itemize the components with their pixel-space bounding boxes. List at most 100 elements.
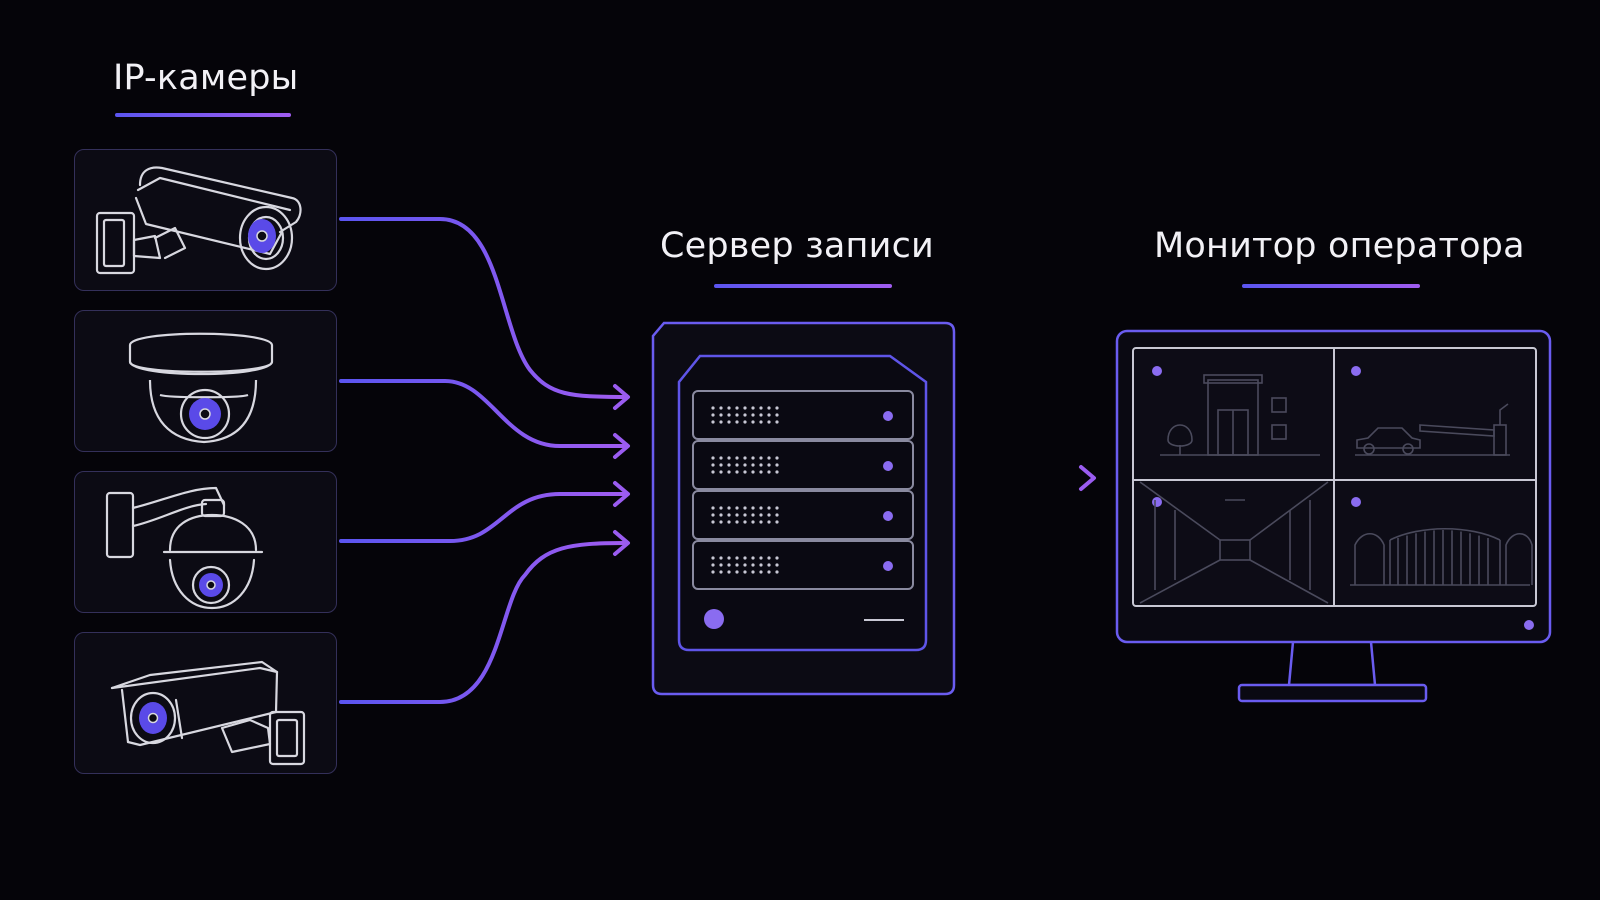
vent-dot — [775, 463, 779, 467]
vent-dot — [743, 570, 747, 574]
monitor-icon — [1115, 329, 1552, 703]
server-vent-dots — [711, 406, 779, 574]
server-led-1 — [883, 411, 893, 421]
arrowhead-monitor — [1079, 465, 1096, 491]
vent-dot — [759, 506, 763, 510]
vent-dot — [759, 456, 763, 460]
box-camera-icon — [110, 660, 306, 766]
monitor-power-led — [1524, 620, 1534, 630]
vent-dot — [743, 456, 747, 460]
vent-dot — [743, 420, 747, 424]
vent-dot — [711, 413, 715, 417]
server-power-led — [704, 609, 724, 629]
vent-dot — [759, 556, 763, 560]
vent-dot — [743, 413, 747, 417]
vent-dot — [751, 513, 755, 517]
cameras-title-underline — [115, 113, 291, 117]
vent-dot — [767, 556, 771, 560]
car-barrier-icon — [1355, 403, 1510, 456]
vent-dot — [711, 406, 715, 410]
vent-dot — [751, 470, 755, 474]
vent-dot — [767, 406, 771, 410]
vent-dot — [743, 563, 747, 567]
arrowhead-2 — [613, 433, 630, 459]
vent-dot — [751, 413, 755, 417]
vent-dot — [735, 520, 739, 524]
vent-dot — [759, 570, 763, 574]
vent-dot — [727, 406, 731, 410]
vent-dot — [775, 406, 779, 410]
vent-dot — [767, 563, 771, 567]
vent-dot — [775, 456, 779, 460]
cameras-title: IP-камеры — [113, 58, 299, 98]
vent-dot — [759, 413, 763, 417]
gate-icon — [1350, 528, 1533, 586]
vent-dot — [727, 420, 731, 424]
vent-dot — [767, 463, 771, 467]
arrowhead-4 — [613, 530, 630, 556]
vent-dot — [759, 406, 763, 410]
connector-camera-2 — [339, 379, 627, 448]
vent-dot — [711, 456, 715, 460]
vent-dot — [743, 556, 747, 560]
vent-dot — [751, 420, 755, 424]
vent-dot — [743, 470, 747, 474]
vent-dot — [719, 513, 723, 517]
vent-dot — [735, 420, 739, 424]
vent-dot — [727, 563, 731, 567]
vent-dot — [719, 556, 723, 560]
vent-dot — [775, 563, 779, 567]
monitor-title: Монитор оператора — [1154, 226, 1525, 266]
vent-dot — [719, 456, 723, 460]
vent-dot — [711, 513, 715, 517]
vent-dot — [759, 470, 763, 474]
connector-camera-4 — [339, 541, 627, 704]
vent-dot — [743, 520, 747, 524]
vent-dot — [775, 570, 779, 574]
vent-dot — [751, 506, 755, 510]
server-title: Сервер записи — [660, 226, 934, 266]
vent-dot — [727, 506, 731, 510]
vent-dot — [775, 513, 779, 517]
vent-dot — [727, 413, 731, 417]
vent-dot — [767, 570, 771, 574]
vent-dot — [767, 420, 771, 424]
view-3-rec-dot — [1152, 497, 1162, 507]
vent-dot — [727, 570, 731, 574]
vent-dot — [767, 506, 771, 510]
corridor-icon — [1139, 481, 1329, 604]
vent-dot — [735, 406, 739, 410]
building-icon — [1160, 374, 1320, 456]
camera-panel-4 — [74, 632, 337, 774]
vent-dot — [735, 463, 739, 467]
vent-dot — [767, 456, 771, 460]
vent-dot — [743, 506, 747, 510]
vent-dot — [775, 506, 779, 510]
server-drive-4 — [692, 540, 914, 590]
vent-dot — [735, 563, 739, 567]
connector-camera-1 — [339, 217, 627, 399]
vent-dot — [719, 470, 723, 474]
vent-dot — [759, 563, 763, 567]
arrowhead-3 — [613, 481, 630, 507]
vent-dot — [711, 520, 715, 524]
vent-dot — [767, 513, 771, 517]
vent-dot — [743, 463, 747, 467]
server-drive-2 — [692, 440, 914, 490]
vent-dot — [719, 413, 723, 417]
camera-connectors — [339, 217, 1092, 704]
vent-dot — [759, 463, 763, 467]
camera-panel-1 — [74, 149, 337, 291]
vent-dot — [751, 563, 755, 567]
vent-dot — [719, 520, 723, 524]
vent-dot — [727, 556, 731, 560]
vent-dot — [735, 513, 739, 517]
vent-dot — [727, 456, 731, 460]
ptz-camera-icon — [105, 486, 264, 610]
bullet-camera-icon — [95, 166, 302, 275]
vent-dot — [751, 570, 755, 574]
vent-dot — [719, 463, 723, 467]
server-led-4 — [883, 561, 893, 571]
vent-dot — [767, 520, 771, 524]
